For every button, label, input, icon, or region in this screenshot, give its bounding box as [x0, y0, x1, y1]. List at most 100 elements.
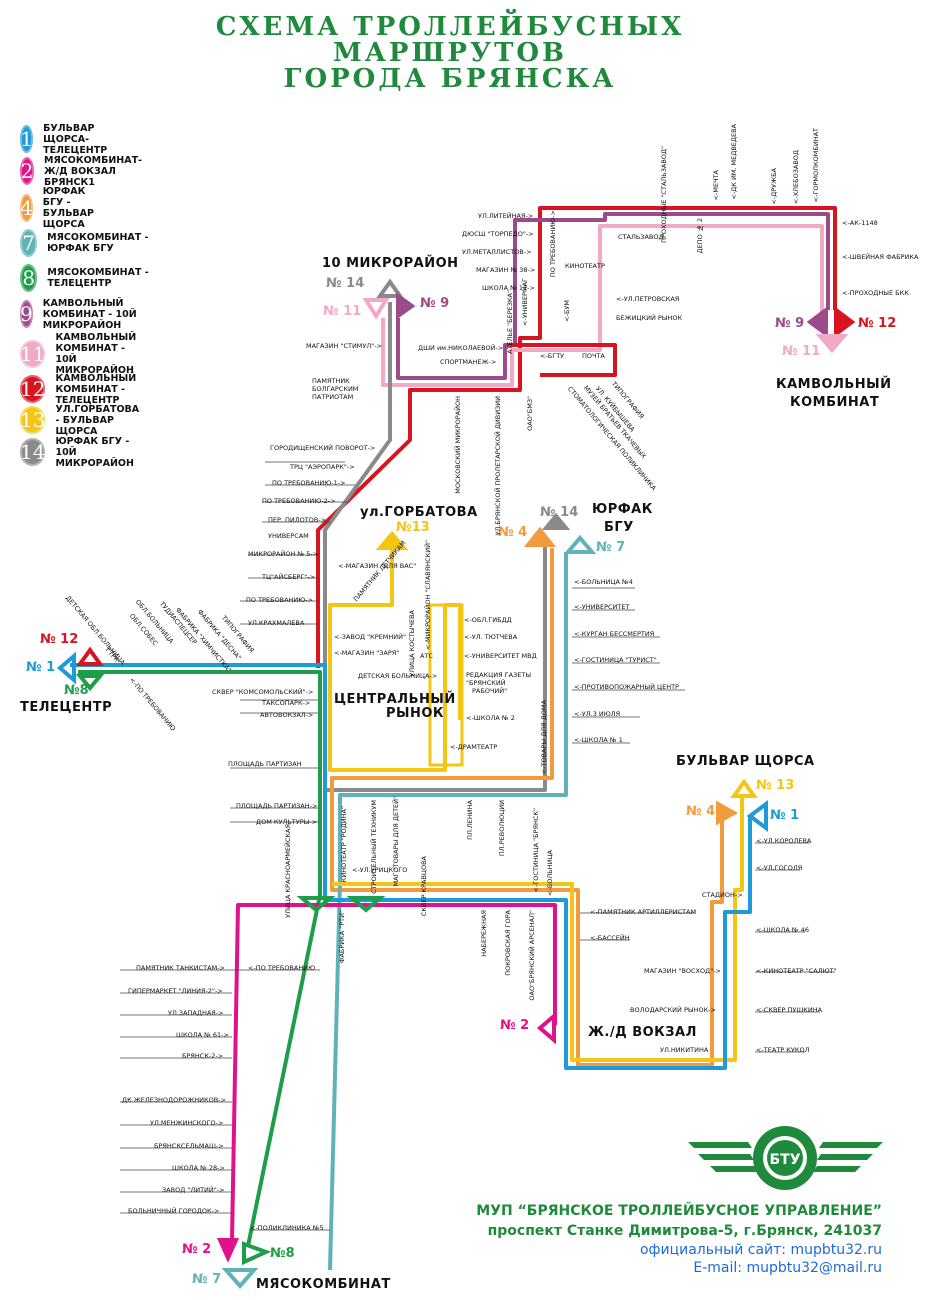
stop-label[interactable]: <-ШВЕЙНАЯ ФАБРИКА: [842, 253, 919, 261]
stop-label[interactable]: <-ШКОЛА № 2: [466, 714, 515, 722]
stop-label[interactable]: ГИПЕРМАРКЕТ "ЛИНИЯ-2"->: [128, 987, 223, 995]
stop-label-vertical[interactable]: <-МЕЧТА: [712, 170, 720, 201]
stop-label[interactable]: БЕЖИЦКИЙ РЫНОК: [616, 314, 683, 322]
terminal-central-line1[interactable]: ЦЕНТРАЛЬНЫЙ: [334, 692, 456, 707]
stop-label-vertical[interactable]: ФАБРИКА "РТИ": [338, 910, 346, 964]
stop-label[interactable]: <-ПРОХОДНЫЕ БКК: [842, 289, 909, 297]
stop-label[interactable]: ПАТРИОТАМ: [312, 393, 354, 401]
terminal-kamvol-line1[interactable]: КАМВОЛЬНЫЙ: [776, 377, 892, 392]
stop-label[interactable]: УЛ.МЕНЖИНСКОГО->: [150, 1119, 224, 1127]
stop-label[interactable]: СТАЛЬЗАВОД: [618, 233, 664, 241]
stop-label[interactable]: МАГАЗИН "СТИМУЛ"->: [306, 342, 383, 350]
terminal-myaso[interactable]: МЯСОКОМБИНАТ: [256, 1277, 391, 1292]
stop-label[interactable]: "БРЯНСКИЙ: [466, 679, 506, 687]
stop-label[interactable]: <-БОЛЬНИЦА №4: [574, 578, 633, 586]
stop-label[interactable]: ПО ТРЕБОВАНИЮ-2->: [262, 497, 336, 505]
stop-label[interactable]: ДЮСШ "ТОРПЕДО"->: [462, 230, 534, 238]
stop-label[interactable]: ШКОЛА № 11->: [482, 284, 535, 292]
stop-label[interactable]: ШКОЛА № 28->: [172, 1164, 225, 1172]
stop-label[interactable]: СТАДИОН->: [702, 891, 743, 899]
stop-label[interactable]: ПЛОЩАДЬ ПАРТИЗАН->: [236, 802, 318, 810]
stop-label[interactable]: <-МАГАЗИН "ДЛЯ ВАС": [338, 562, 417, 570]
stop-label[interactable]: ДШИ им.НИКОЛАЕВОЙ->: [418, 344, 504, 352]
stop-label-vertical[interactable]: СКВЕР КРАВЦОВА: [420, 856, 428, 917]
stop-label[interactable]: ДОМ КУЛЬТУРЫ->: [256, 818, 318, 826]
stop-label[interactable]: <-ТЕАТР КУКОЛ: [756, 1046, 810, 1054]
stop-label[interactable]: <-БГТУ: [540, 352, 565, 360]
stop-label[interactable]: МАГАЗИН "ВОСХОД"->: [644, 967, 721, 975]
stop-label[interactable]: РЕДАКЦИЯ ГАЗЕТЫ: [466, 671, 532, 679]
terminal-mikro10[interactable]: 10 МИКРОРАЙОН: [322, 256, 459, 271]
stop-label[interactable]: <-УЛ.КОРОЛЕВА: [756, 837, 812, 845]
stop-label[interactable]: МИКРОРАЙОН № 5->: [248, 550, 319, 558]
stop-label[interactable]: <-КУРГАН БЕССМЕРТИЯ: [574, 630, 655, 638]
stop-label[interactable]: РАБОЧИЙ": [472, 687, 508, 695]
org-site-link[interactable]: официальный сайт: mupbtu32.ru: [639, 1242, 882, 1258]
terminal-yurfak-line2[interactable]: БГУ: [604, 520, 634, 535]
stop-label[interactable]: ПОЧТА: [582, 352, 605, 360]
stop-label[interactable]: ПАМЯТНИК ТАНКИСТАМ->: [136, 964, 225, 972]
stop-label[interactable]: <-ГОСТИНИЦА "ТУРИСТ": [574, 656, 657, 664]
org-email-link[interactable]: E-mail: mupbtu32@mail.ru: [693, 1260, 882, 1276]
stop-label[interactable]: ГОРОДИЩЕНСКИЙ ПОВОРОТ->: [270, 444, 376, 452]
stop-label[interactable]: <-ПРОТИВОПОЖАРНЫЙ ЦЕНТР: [574, 683, 679, 691]
stop-label[interactable]: УНИВЕРСАМ: [268, 532, 309, 540]
stop-label[interactable]: СКВЕР "КОМСОМОЛЬСКИЙ"->: [212, 688, 314, 696]
stop-label[interactable]: ТАКСОПАРК->: [262, 699, 311, 707]
stop-label[interactable]: ПЕР. ПИЛОТОВ->: [268, 516, 327, 524]
stop-label[interactable]: МАГАЗИН № 38->: [476, 266, 536, 274]
stop-label-vertical[interactable]: УЛ.БРЯНСКОЙ ПРОЛЕТАРСКОЙ ДИВИЗИИ: [494, 396, 502, 536]
stop-label-vertical[interactable]: <-ДРУЖБА: [770, 168, 778, 205]
stop-label[interactable]: <-УНИВЕРСИТЕТ: [574, 603, 630, 611]
stop-label[interactable]: <-СКВЕР ПУШКИНА: [756, 1006, 823, 1014]
stop-label-vertical[interactable]: ПЛ.РЕВОЛЮЦИИ: [498, 800, 506, 857]
terminal-gorbatova[interactable]: ул.ГОРБАТОВА: [360, 505, 478, 520]
terminal-central-line2[interactable]: РЫНОК: [386, 706, 445, 721]
stop-label[interactable]: ПО ТРЕБОВАНИЮ->: [246, 596, 314, 604]
stop-label[interactable]: АТС: [420, 652, 433, 660]
stop-label[interactable]: ТРЦ "АЭРОПАРК"->: [290, 463, 355, 471]
stop-label[interactable]: <-ШКОЛА № 46: [756, 926, 809, 934]
stop-label[interactable]: <-ПОЛИКЛИНИКА №5: [250, 1224, 324, 1232]
stop-label[interactable]: КИНОТЕАТР: [565, 262, 605, 270]
stop-label[interactable]: ДЕТСКАЯ БОЛЬНИЦА->: [358, 672, 438, 680]
stop-label-vertical[interactable]: <-БОЛЬНИЦА: [546, 850, 554, 896]
stop-label[interactable]: БРЯНСК-2->: [182, 1052, 224, 1060]
stop-label[interactable]: УЛ.НИКИТИНА: [660, 1046, 709, 1054]
stop-label-vertical[interactable]: <-УНИВЕРМАГ: [521, 278, 529, 327]
stop-label-vertical[interactable]: СТРОИТЕЛЬНЫЙ ТЕХНИКУМ: [370, 800, 378, 894]
stop-label-vertical[interactable]: ПЛ.ЛЕНИНА: [466, 800, 474, 840]
stop-label-vertical[interactable]: <-ГОСТИНИЦА "БРЯНСК": [532, 808, 540, 893]
stop-label[interactable]: БОЛЬНИЧНЫЙ ГОРОДОК->: [128, 1207, 220, 1215]
stop-label-vertical[interactable]: ПО ТРЕБОВАНИЮ->: [549, 210, 557, 278]
stop-label[interactable]: ПО ТРЕБОВАНИЮ-1->: [272, 479, 346, 487]
stop-label[interactable]: СПОРТМАНЕЖ->: [440, 358, 497, 366]
stop-label-vertical[interactable]: МОСКОВСКИЙ МИКРОРАЙОН: [454, 396, 462, 494]
stop-label[interactable]: <-ЗАВОД "КРЕМНИЙ": [334, 633, 406, 641]
stop-label-vertical[interactable]: <-ДК ИМ. МЕДВЕДЕВА: [730, 124, 738, 200]
terminal-kamvol-line2[interactable]: КОМБИНАТ: [790, 395, 880, 410]
stop-label-vertical[interactable]: АТЕЛЬЕ "БЕРЕЗКА": [506, 290, 514, 354]
stop-label[interactable]: ЗАВОД "ЛИТИЙ"->: [162, 1186, 225, 1194]
stop-label[interactable]: <-ДРАМТЕАТР: [450, 743, 498, 751]
stop-label[interactable]: <-МАГАЗИН "ЗАРЯ": [334, 649, 400, 657]
stop-label[interactable]: <-УЛ.УРИЦКОГО: [352, 866, 408, 874]
stop-label[interactable]: ТЦ"АЙСБЕРГ"->: [262, 573, 316, 581]
stop-label[interactable]: <-ПАМЯТНИК АРТИЛЛЕРИСТАМ: [590, 908, 697, 916]
terminal-vokzal[interactable]: Ж./Д ВОКЗАЛ: [588, 1025, 697, 1040]
stop-label[interactable]: ДК ЖЕЛЕЗНОДОРОЖНИКОВ->: [122, 1096, 226, 1104]
stop-label-vertical[interactable]: <-ХЛЕБОЗАВОД: [792, 150, 800, 205]
stop-label[interactable]: ВОЛОДАРСКИЙ РЫНОК->: [630, 1006, 717, 1014]
stop-label[interactable]: <-УЛ.ГОГОЛЯ: [756, 864, 803, 872]
stop-label-vertical[interactable]: ДЕПО № 2: [696, 218, 704, 254]
stop-label[interactable]: БОЛГАРСКИМ: [312, 385, 359, 393]
stop-label[interactable]: <-ШКОЛА № 1: [574, 736, 623, 744]
stop-label[interactable]: <-УЛ.ПЕТРОВСКАЯ: [616, 295, 680, 303]
